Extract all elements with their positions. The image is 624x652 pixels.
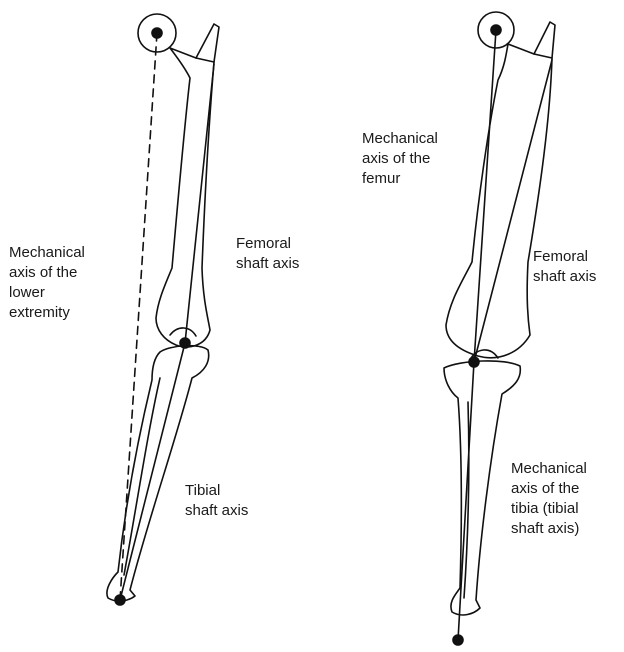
right-hip-center-dot <box>491 25 501 35</box>
right-mechanical-axis-tibia-line <box>458 362 474 640</box>
right-femur-outline <box>446 12 555 360</box>
left-femur-body <box>156 48 214 347</box>
label-mechanical-axis-tibia: Mechanical axis of the tibia (tibial sha… <box>511 459 587 539</box>
right-leg <box>444 12 555 645</box>
label-left-tibial-shaft-axis: Tibial shaft axis <box>185 481 248 521</box>
right-greater-trochanter <box>534 22 555 58</box>
left-tibia-body <box>107 346 209 601</box>
left-femoral-shaft-axis-line <box>185 64 214 343</box>
right-ankle-center-dot <box>453 635 463 645</box>
left-tibia-outline <box>107 346 209 601</box>
right-femoral-shaft-axis-line <box>474 60 552 362</box>
label-mechanical-axis-lower-extremity: Mechanical axis of the lower extremity <box>9 243 85 323</box>
right-knee-center-dot <box>469 357 479 367</box>
left-ankle-center-dot <box>115 595 125 605</box>
label-mechanical-axis-femur: Mechanical axis of the femur <box>362 129 438 189</box>
left-greater-trochanter <box>196 24 219 62</box>
left-condyle-line <box>170 328 196 336</box>
right-tibia-body <box>444 361 520 615</box>
left-hip-center-dot <box>152 28 162 38</box>
left-knee-center-dot <box>180 338 190 348</box>
label-left-femoral-shaft-axis: Femoral shaft axis <box>236 234 299 274</box>
right-tibia-outline <box>444 361 520 615</box>
left-femur-outline <box>138 14 219 347</box>
right-mechanical-axis-femur-line <box>474 30 496 362</box>
left-tibial-shaft-axis-line <box>120 343 185 600</box>
label-right-femoral-shaft-axis: Femoral shaft axis <box>533 247 596 287</box>
right-femur-body <box>446 44 552 358</box>
